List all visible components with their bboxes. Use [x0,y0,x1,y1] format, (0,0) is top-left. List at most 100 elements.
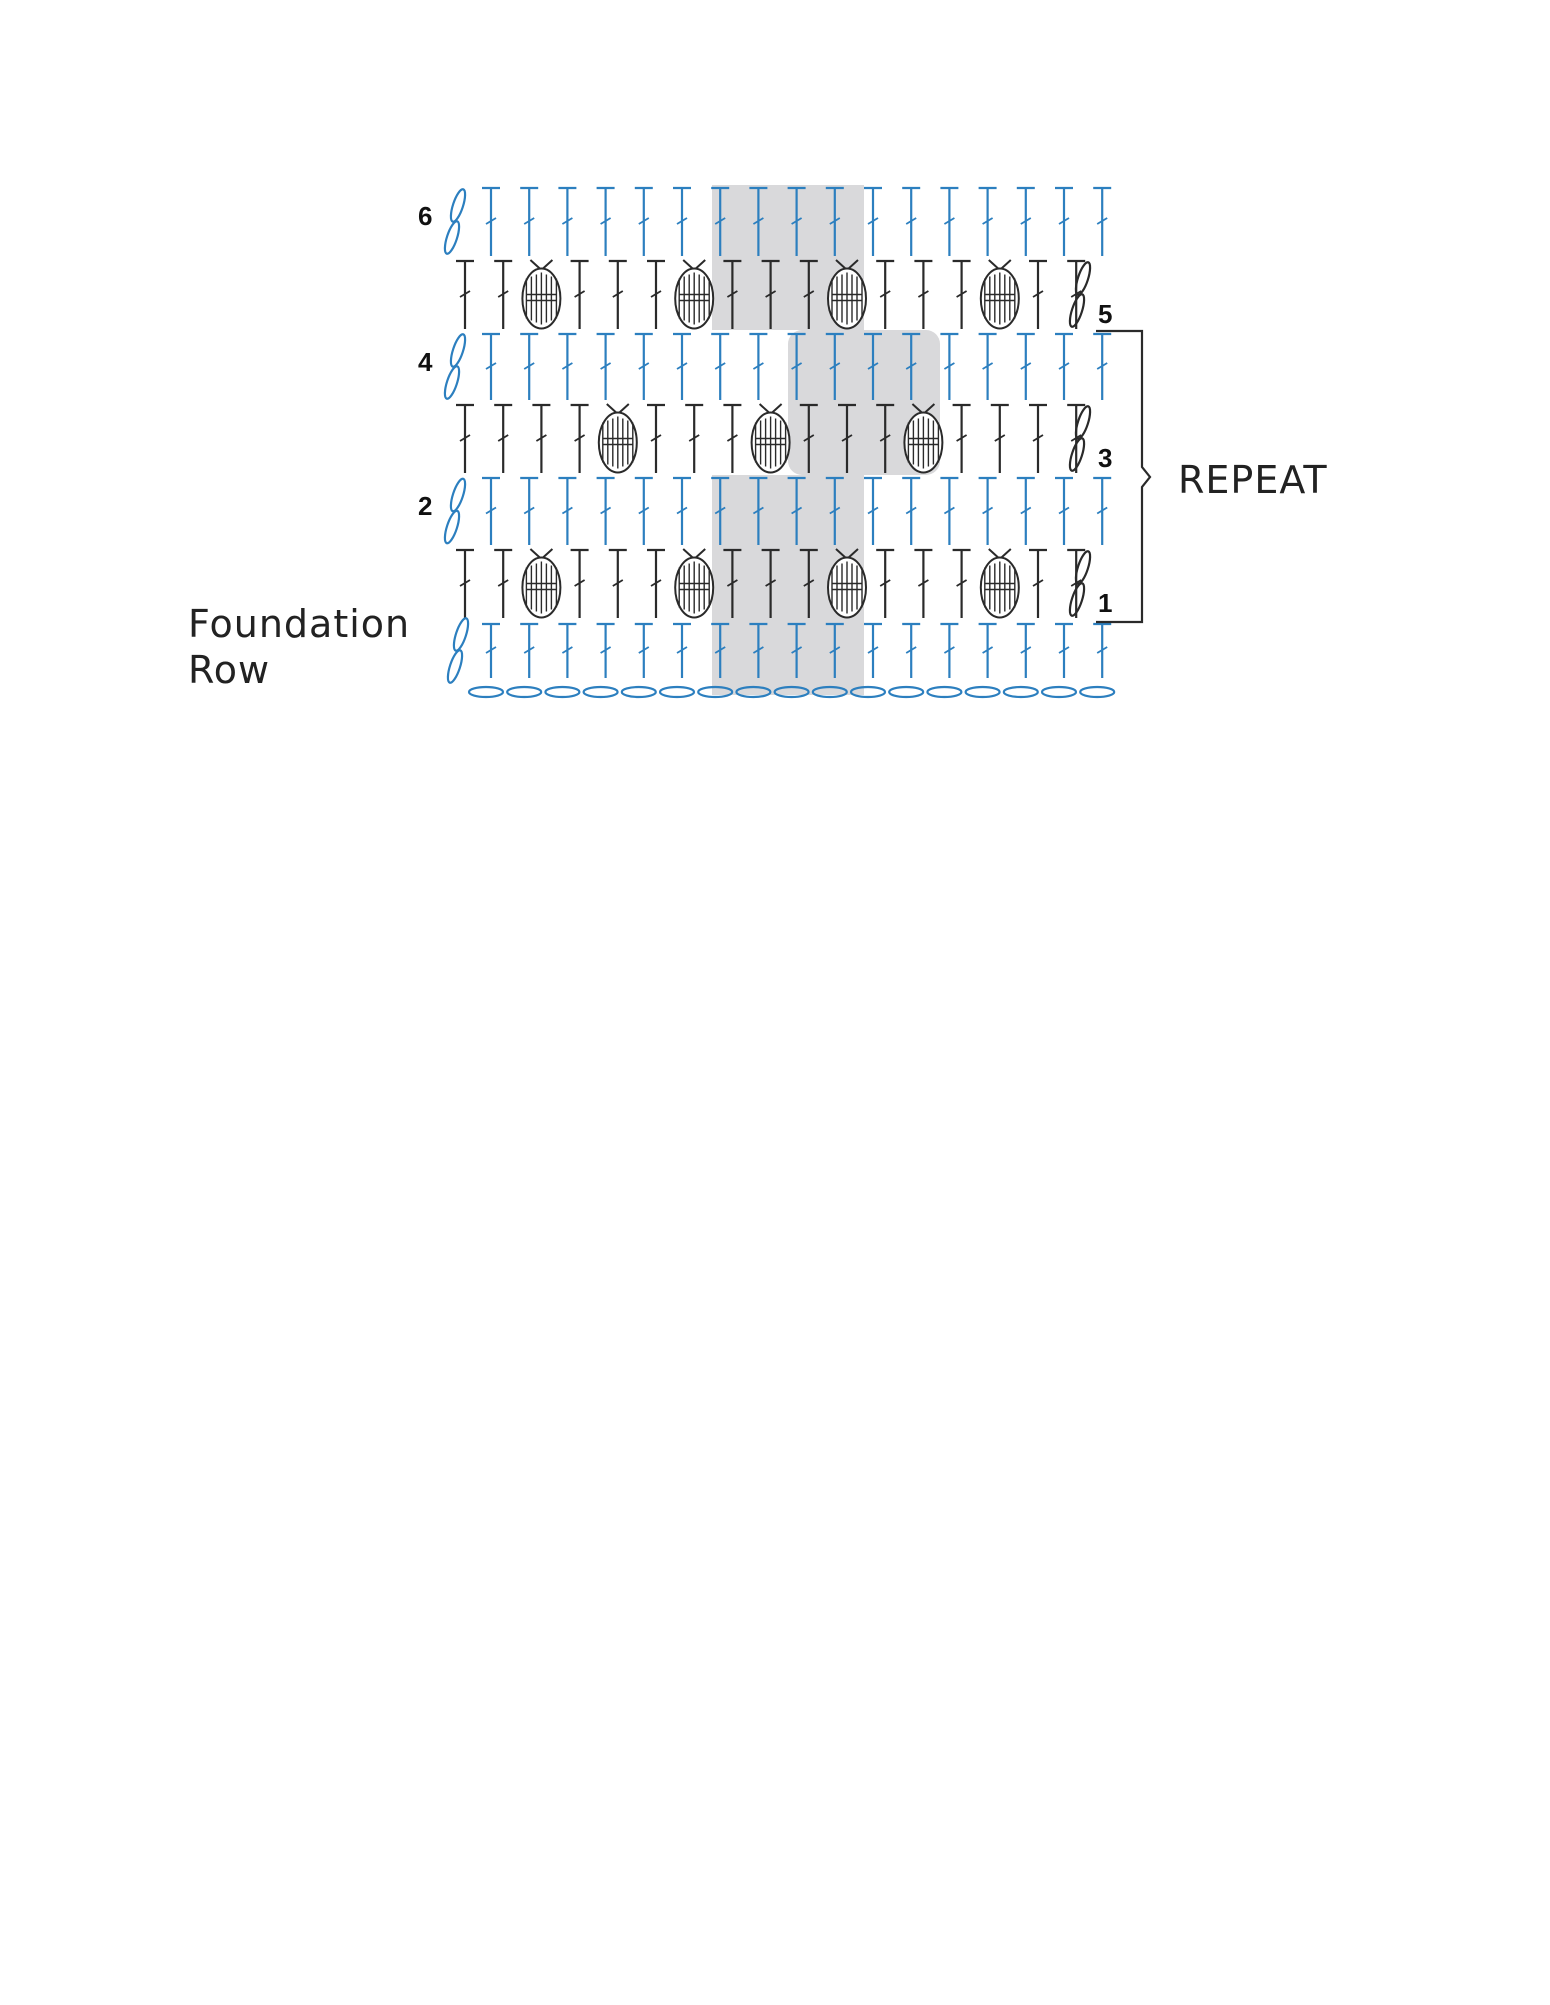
double-crochet-symbol [596,332,615,400]
double-crochet-symbol [749,622,768,678]
double-crochet-symbol [749,186,768,256]
row-3 [456,403,1092,474]
double-crochet-symbol [825,332,844,400]
double-crochet-symbol [520,622,539,678]
chain-symbol [1079,685,1116,699]
stitch-symbols [443,186,1112,684]
double-crochet-symbol [1093,476,1112,545]
chain-symbol [964,685,1001,699]
row-4 [443,332,1112,400]
double-crochet-symbol [520,186,539,256]
turning-chain-symbol [443,188,467,255]
turning-chain-symbol [443,477,467,545]
chain-symbol [811,685,848,699]
row-number-5: 5 [1098,299,1112,329]
repeat-shading [712,185,940,695]
double-crochet-symbol [634,622,653,678]
double-crochet-symbol [825,476,844,545]
double-crochet-symbol [482,622,500,678]
row-2 [443,476,1112,545]
double-crochet-symbol [608,548,627,618]
chain-symbol [620,685,657,699]
double-crochet-symbol [1055,332,1073,400]
double-crochet-symbol [1093,622,1112,678]
row-number-1: 1 [1098,588,1112,618]
double-crochet-symbol [711,332,730,400]
double-crochet-symbol [876,548,895,618]
double-crochet-symbol [596,622,615,678]
chain-symbol [1002,685,1039,699]
double-crochet-symbol [864,332,882,400]
turning-chain-symbol [446,617,470,684]
double-crochet-symbol [1055,186,1073,256]
double-crochet-symbol [634,186,653,256]
double-crochet-symbol [864,186,882,256]
double-crochet-symbol [570,259,589,329]
cluster-symbol [674,259,715,330]
double-crochet-symbol [799,403,818,473]
repeat-brace [1096,329,1152,624]
double-crochet-symbol [711,186,730,256]
double-crochet-symbol [673,186,691,256]
double-crochet-symbol [494,548,513,618]
double-crochet-symbol [673,476,691,545]
double-crochet-symbol [787,622,806,678]
double-crochet-symbol [1016,186,1035,256]
double-crochet-symbol [570,548,589,618]
double-crochet-symbol [647,259,665,329]
double-crochet-symbol [494,403,513,473]
double-crochet-symbol [787,186,806,256]
double-crochet-symbol [952,403,971,473]
double-crochet-symbol [711,476,730,545]
row-number-3: 3 [1098,443,1112,473]
double-crochet-symbol [940,476,959,545]
double-crochet-symbol [1093,332,1112,400]
double-crochet-symbol [494,259,513,329]
chain-symbol [467,685,505,699]
double-crochet-symbol [902,476,921,545]
foundation-row-label-line2: Row [188,648,270,692]
double-crochet-symbol [838,403,856,473]
double-crochet-symbol [940,186,959,256]
double-crochet-symbol [864,622,882,678]
double-crochet-symbol [761,548,780,618]
double-crochet-symbol [1029,259,1047,329]
double-crochet-symbol [723,548,742,618]
double-crochet-symbol [482,332,500,400]
chain-symbol [697,685,734,699]
double-crochet-symbol [634,476,653,545]
turning-chain-symbol [443,333,467,400]
double-crochet-symbol [558,476,577,545]
double-crochet-symbol [787,332,806,400]
foundation-stitches [446,617,1112,684]
double-crochet-symbol [749,332,768,400]
double-crochet-symbol [558,186,577,256]
chain-symbol [582,685,619,699]
double-crochet-symbol [1093,186,1112,256]
double-crochet-symbol [761,259,780,329]
double-crochet-symbol [1055,476,1073,545]
double-crochet-symbol [570,403,589,473]
cluster-symbol [521,259,562,330]
double-crochet-symbol [634,332,653,400]
row-number-4: 4 [418,347,433,377]
double-crochet-symbol [456,259,474,329]
double-crochet-symbol [1029,548,1047,618]
double-crochet-symbol [902,622,921,678]
double-crochet-symbol [902,186,921,256]
double-crochet-symbol [596,186,615,256]
double-crochet-symbol [711,622,730,678]
turning-chain-symbol [1068,405,1092,472]
double-crochet-symbol [723,259,742,329]
chain-symbol [658,685,696,699]
double-crochet-symbol [799,259,818,329]
double-crochet-symbol [825,622,844,678]
double-crochet-symbol [558,622,577,678]
double-crochet-symbol [596,476,615,545]
double-crochet-symbol [647,548,665,618]
double-crochet-symbol [940,332,959,400]
row-5 [456,259,1092,330]
double-crochet-symbol [532,403,551,473]
